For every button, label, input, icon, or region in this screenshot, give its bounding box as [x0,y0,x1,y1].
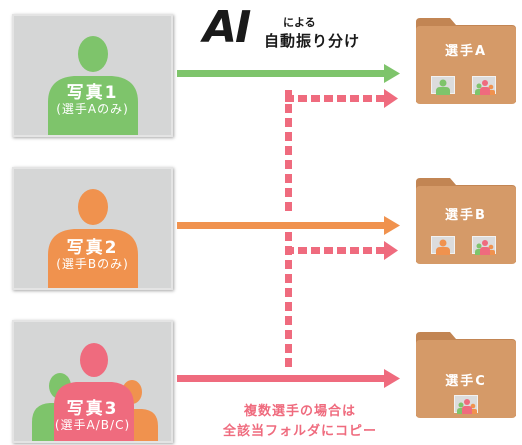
person-thumb-icon [436,239,450,255]
arrow-photo2-to-folder-b [177,216,400,235]
folder-icon [416,332,516,418]
folder-label: 選手A [444,44,488,59]
photo-caption: (選手Bのみ) [56,257,129,271]
thumbnail-photo-2 [431,236,455,255]
photo-card-2: 写真2 (選手Bのみ) [12,167,173,290]
photo-card-3: 写真3 (選手A/B/C) [12,320,173,443]
arrow-photo1-to-folder-a [177,64,400,83]
photo-title: 写真1 [66,83,119,103]
folder-player-b[interactable]: 選手B [416,176,516,264]
person-thumb-icon [436,79,450,95]
person-silhouette-icon [48,36,138,135]
folder-label: 選手C [445,374,487,389]
ai-heading-sub2: 自動振り分け [264,32,361,50]
photo-title: 写真3 [66,399,119,419]
group-silhouette-icon [32,343,158,441]
person-silhouette-icon [48,189,138,288]
thumbnail-photo-3 [472,236,496,255]
photo-card-1: 写真1 (選手Aのみ) [12,14,173,137]
photo-title: 写真2 [66,238,119,258]
photo-caption: (選手Aのみ) [56,102,129,116]
group-thumb-icon [475,240,495,255]
note-line-1: 複数選手の場合は [243,404,356,419]
folder-player-c[interactable]: 選手C [416,330,516,418]
copy-arrow-to-folder-b [285,241,398,260]
arrow-photo3-to-folder-c [177,369,400,388]
ai-heading-sub1: による [283,16,316,29]
folder-player-a[interactable]: 選手A [416,16,516,104]
photo-caption: (選手A/B/C) [54,418,131,432]
ai-heading: AI [203,2,251,53]
copy-arrow-to-folder-a [285,89,398,108]
group-thumb-icon [475,80,495,95]
note-line-2: 全該当フォルダにコピー [222,424,377,439]
thumbnail-photo-1 [431,76,455,95]
group-thumb-icon [457,399,477,414]
thumbnail-photo-3 [472,76,496,95]
copy-line-vertical [285,90,292,367]
thumbnail-photo-3 [454,395,478,414]
folder-label: 選手B [445,208,487,223]
